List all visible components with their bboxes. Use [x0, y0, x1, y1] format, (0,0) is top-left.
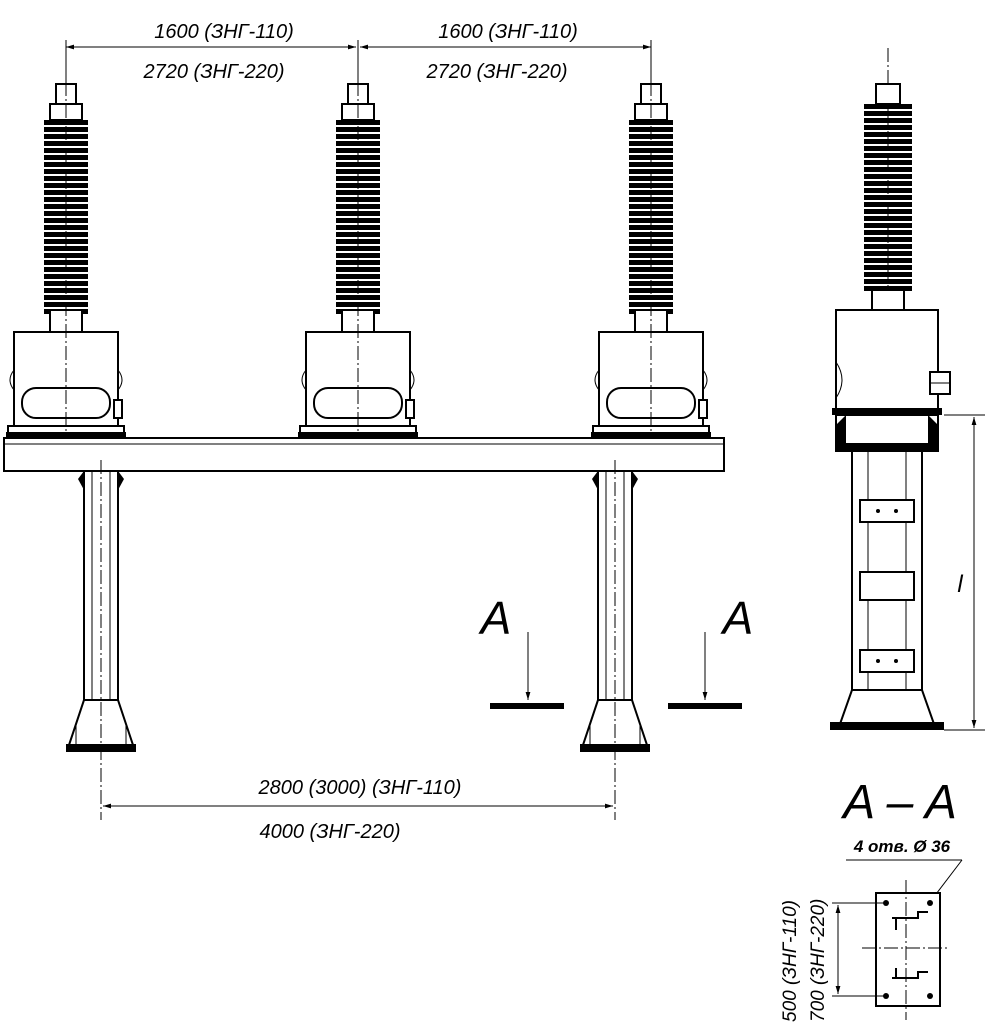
- dim-right-span-110: 1600 (ЗНГ-110): [438, 21, 578, 43]
- dim-support-span-110: 2800 (3000) (ЗНГ-110): [258, 777, 462, 799]
- dim-left-span-220: 2720 (ЗНГ-220): [143, 61, 285, 83]
- middle-insulator-assembly: [298, 60, 418, 450]
- support-beam: [3, 437, 725, 472]
- dim-left-span-110: 1600 (ЗНГ-110): [154, 21, 294, 43]
- top-dimension-lines: [65, 40, 652, 95]
- section-mark-right: [668, 632, 742, 709]
- left-insulator-assembly: [6, 60, 126, 450]
- dim-height-l: l: [957, 571, 963, 598]
- dim-spacing-220: 700 (ЗНГ-220): [808, 899, 829, 1022]
- dim-spacing-110: 500 (ЗНГ-110): [780, 900, 801, 1022]
- section-letter-left: A: [478, 592, 512, 644]
- dim-support-span-220: 4000 (ЗНГ-220): [260, 821, 401, 843]
- section-plate: [832, 859, 963, 1020]
- section-mark-left: [490, 632, 564, 709]
- holes-label: 4 отв. Ø 36: [853, 837, 951, 856]
- dim-right-span-220: 2720 (ЗНГ-220): [426, 61, 568, 83]
- section-title: A – A: [840, 776, 957, 829]
- right-insulator-assembly: [591, 60, 711, 450]
- side-view: [830, 48, 985, 731]
- front-view: [3, 60, 725, 820]
- section-letter-right: A: [720, 592, 754, 644]
